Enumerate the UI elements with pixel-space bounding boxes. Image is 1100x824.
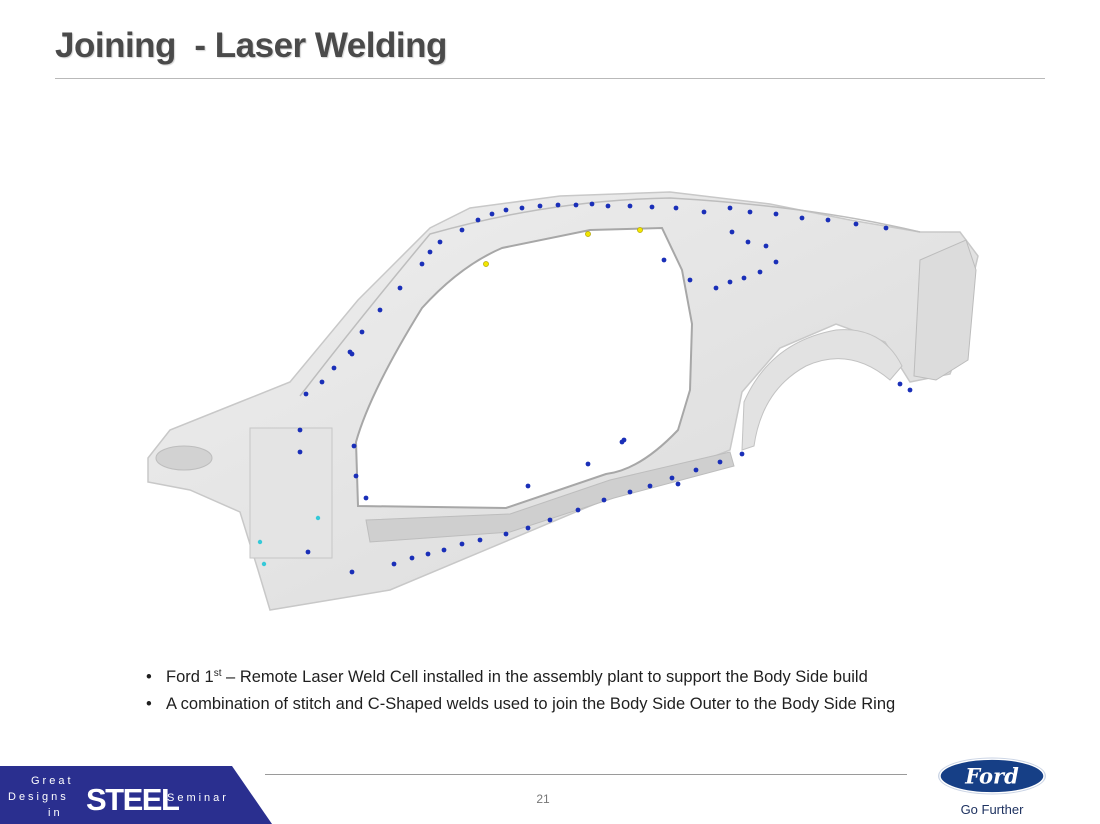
rocker-panel — [365, 451, 735, 543]
rear-tail-panel — [913, 239, 977, 381]
logo-bar — [0, 766, 272, 824]
ford-wordmark: Ford — [964, 764, 1019, 789]
bullet-text: A combination of stitch and C-Shaped wel… — [166, 695, 896, 713]
logo-in: in — [48, 807, 63, 819]
logo-steel: STEEL — [86, 782, 179, 817]
bullet-text-start: Ford 1 — [166, 668, 214, 686]
car-body-side-diagram — [147, 191, 979, 611]
bullet-item: A combination of stitch and C-Shaped wel… — [146, 691, 895, 718]
logo-designs: Designs — [8, 791, 69, 803]
bullet-text-end: – Remote Laser Weld Cell installed in th… — [221, 668, 868, 686]
front-opening — [155, 445, 213, 471]
title-divider — [55, 78, 1045, 79]
bullet-list: Ford 1st – Remote Laser Weld Cell instal… — [146, 664, 895, 718]
go-further-tagline: Go Further — [960, 802, 1024, 817]
great-designs-in-steel-logo: Great Designs in STEEL Seminar — [0, 766, 272, 824]
ford-oval-logo: Ford — [938, 757, 1046, 795]
door-opening — [354, 226, 694, 510]
weld-points-highlight — [483, 227, 643, 267]
bullet-item: Ford 1st – Remote Laser Weld Cell instal… — [146, 664, 895, 691]
slide-title: Joining - Laser Welding — [55, 26, 447, 65]
footer-divider — [265, 774, 907, 775]
weld-points-secondary — [257, 515, 321, 567]
bullet-superscript: st — [213, 668, 222, 679]
weld-points — [297, 201, 913, 575]
hinge-pillar-panel — [249, 427, 333, 559]
logo-seminar: Seminar — [167, 792, 229, 804]
page-number: 21 — [536, 792, 550, 806]
logo-great: Great — [31, 775, 74, 787]
rear-wheel-arch — [741, 329, 903, 451]
